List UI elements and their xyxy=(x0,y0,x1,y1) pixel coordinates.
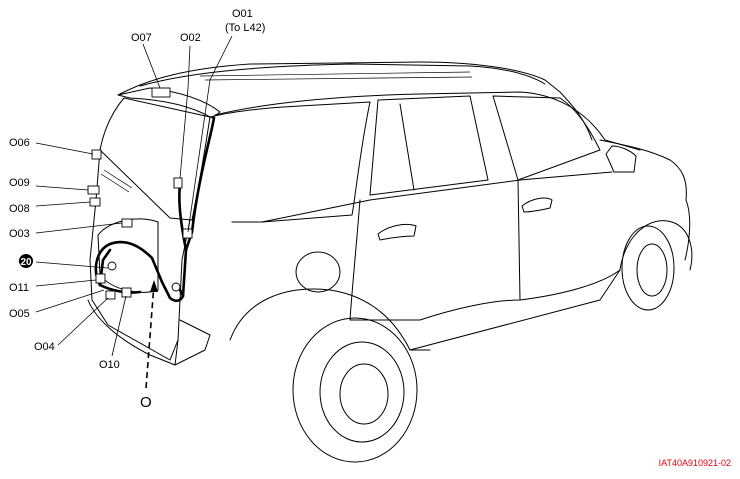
connector-o10 xyxy=(121,287,132,298)
label-o11: O11 xyxy=(9,282,29,294)
view-arrow xyxy=(145,280,158,389)
label-o05: O05 xyxy=(9,308,30,320)
connector-o07 xyxy=(151,87,171,98)
callout-labels: O01 (To L42) O02 O07 O06 O09 O08 O03 20 … xyxy=(9,8,731,468)
label-ground-20: 20 xyxy=(20,257,32,268)
label-o07: O07 xyxy=(131,32,152,44)
label-o10: O10 xyxy=(99,359,120,371)
connectors xyxy=(87,87,193,300)
connector-o02 xyxy=(173,177,183,189)
label-o02: O02 xyxy=(180,32,201,44)
connector-o11 xyxy=(95,273,106,284)
connector-o08 xyxy=(89,197,101,207)
connector-o04 xyxy=(105,290,116,300)
ground-20-point xyxy=(107,261,117,271)
label-o06: O06 xyxy=(9,137,30,149)
label-o01: O01 xyxy=(232,8,253,20)
vehicle-body xyxy=(87,61,693,463)
view-label: O xyxy=(140,394,152,411)
label-o01-note: (To L42) xyxy=(225,22,265,34)
connector-o01 xyxy=(182,228,193,239)
label-o08: O08 xyxy=(9,203,30,215)
connector-o06 xyxy=(91,149,102,160)
connector-o03 xyxy=(121,218,133,228)
ground-badge xyxy=(19,254,33,268)
label-o03: O03 xyxy=(9,228,30,240)
image-code: IAT40A910921-02 xyxy=(659,458,731,468)
leader-lines xyxy=(35,35,233,357)
label-o04: O04 xyxy=(34,341,55,353)
ground-point xyxy=(171,282,181,292)
rear-harness xyxy=(94,116,216,303)
label-o09: O09 xyxy=(9,177,30,189)
connector-o09 xyxy=(87,185,100,195)
